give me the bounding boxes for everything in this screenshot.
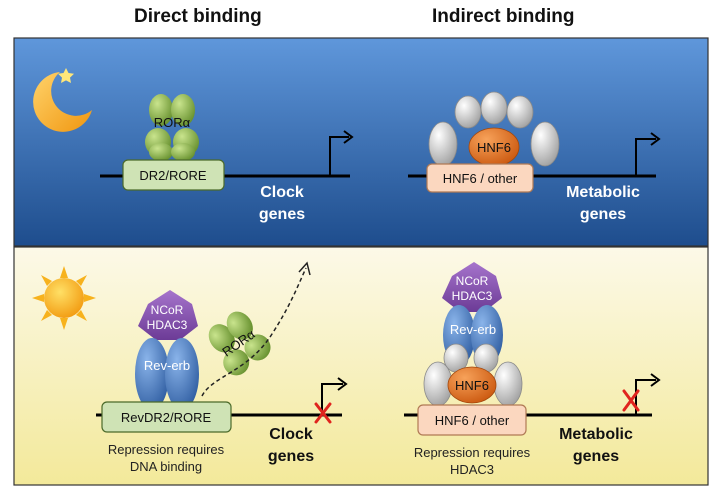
- day-metabolic-genes-line2: genes: [573, 448, 619, 465]
- sun-icon: [32, 266, 96, 330]
- svg-text:HDAC3: HDAC3: [452, 289, 493, 303]
- ror-alpha-label: RORα: [154, 115, 191, 130]
- night-metabolic-genes-line2: genes: [580, 206, 626, 223]
- day-indirect-note-line1: Repression requires: [414, 445, 531, 460]
- revdr2-rore-label: RevDR2/RORE: [121, 410, 212, 425]
- revdr2-rore-element: RevDR2/RORE: [101, 401, 232, 433]
- day-clock-genes-line2: genes: [268, 448, 314, 465]
- svg-text:NCoR: NCoR: [151, 303, 184, 317]
- day-panel: [13, 246, 709, 486]
- promoter-arrow-night-indirect: [635, 132, 661, 176]
- night-panel: [13, 37, 709, 247]
- night-metabolic-genes-line1: Metabolic: [566, 184, 640, 201]
- night-clock-genes-line2: genes: [259, 206, 305, 223]
- moon-icon: [33, 68, 92, 132]
- hnf6-label-night: HNF6: [477, 140, 511, 155]
- header-indirect-binding: Indirect binding: [432, 6, 575, 27]
- promoter-arrow-day-direct: [321, 377, 348, 415]
- ror-alpha-protein-night: RORα: [145, 94, 199, 161]
- repression-cross-icon-indirect: [622, 389, 640, 412]
- hnf6-complex-night: HNF6: [428, 91, 560, 167]
- day-metabolic-genes-line1: Metabolic: [559, 426, 633, 443]
- promoter-arrow-day-indirect: [635, 373, 661, 415]
- day-direct-note-line2: DNA binding: [130, 459, 202, 474]
- hnf6-other-label-night: HNF6 / other: [443, 171, 518, 186]
- dr2-rore-label: DR2/RORE: [139, 168, 207, 183]
- header-direct-binding: Direct binding: [134, 6, 262, 27]
- hnf6-other-label-day: HNF6 / other: [435, 413, 510, 428]
- hnf6-label-day: HNF6: [455, 378, 489, 393]
- rev-erb-day-direct: Rev-erb: [135, 338, 199, 410]
- day-indirect-note-line2: HDAC3: [450, 462, 494, 477]
- hnf6-complex-day: HNF6: [423, 343, 523, 407]
- day-direct-note-line1: Repression requires: [108, 442, 225, 457]
- svg-text:Rev-erb: Rev-erb: [144, 358, 190, 373]
- svg-text:Rev-erb: Rev-erb: [450, 322, 496, 337]
- repression-cross-icon: [314, 402, 332, 424]
- ncor-hdac3-day-direct: NCoR HDAC3: [138, 290, 198, 340]
- night-clock-genes-line1: Clock: [260, 184, 304, 201]
- svg-text:NCoR: NCoR: [456, 274, 489, 288]
- hnf6-other-element-night: HNF6 / other: [426, 163, 534, 193]
- release-path-arrow: [201, 267, 307, 397]
- promoter-arrow-night-direct: [329, 130, 354, 176]
- dr2-rore-element: DR2/RORE: [122, 159, 225, 191]
- day-clock-genes-line1: Clock: [269, 426, 313, 443]
- ror-alpha-released: RORα: [208, 311, 271, 376]
- hnf6-other-element-day: HNF6 / other: [417, 404, 527, 436]
- ncor-hdac3-day-indirect: NCoR HDAC3: [442, 262, 502, 312]
- svg-text:HDAC3: HDAC3: [147, 318, 188, 332]
